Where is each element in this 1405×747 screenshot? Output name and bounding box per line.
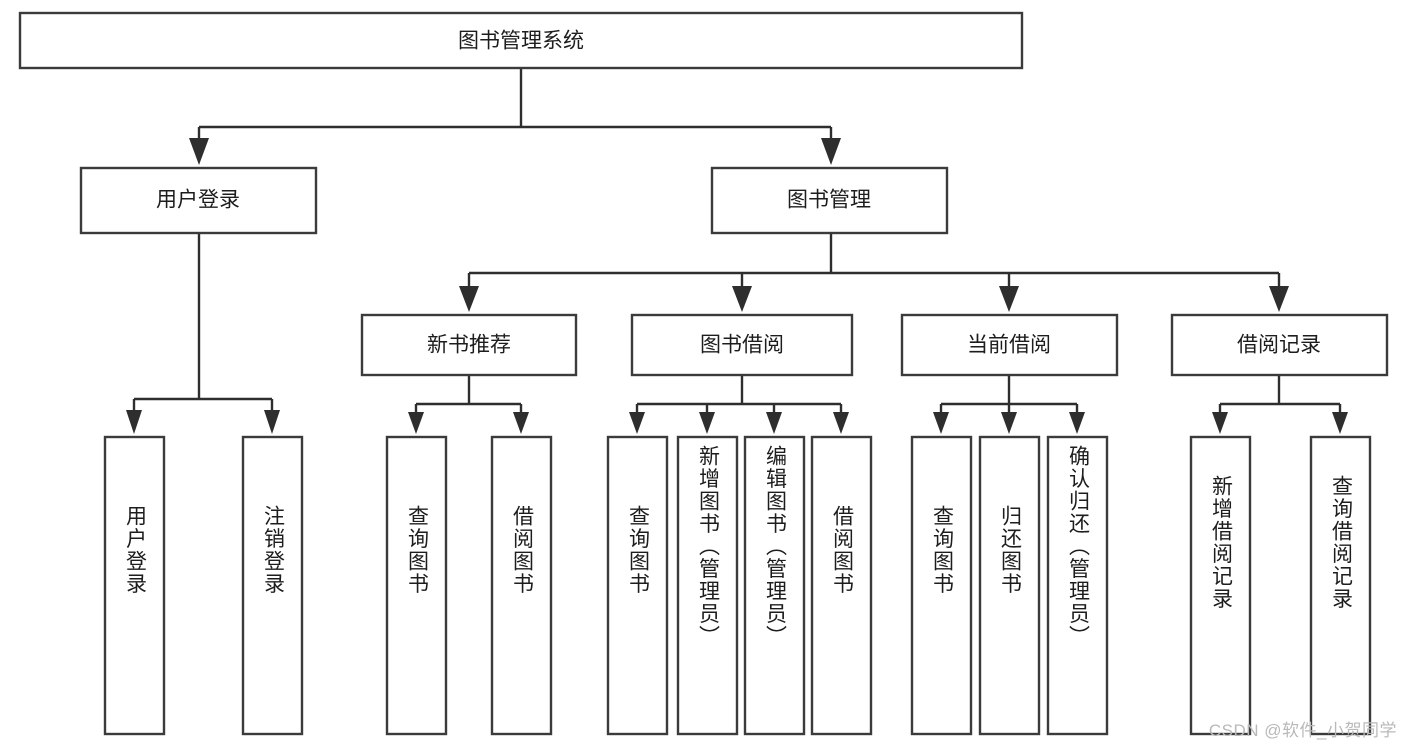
connector-group-book-borrow [629,375,849,434]
arrow-leaf-return-book [1001,412,1017,434]
arrow-leaf-logout [264,410,280,434]
node-borrow-record[interactable]: 借阅记录 [1170,313,1389,377]
arrow-leaf-add-book [699,412,715,434]
node-new-book-rec-label: 新书推荐 [427,334,511,357]
connector-group-new-book-rec [408,375,529,434]
node-user-login-box[interactable] [79,166,318,235]
leaf-box-add-record[interactable] [1189,435,1252,736]
node-borrow-record-label: 借阅记录 [1237,334,1321,357]
arrow-leaf-query-book-1 [408,412,424,434]
arrow-leaf-query-book-3 [933,412,949,434]
arrow-leaf-borrow-book-1 [513,412,529,434]
node-current-borrow[interactable]: 当前借阅 [900,313,1119,377]
node-root-label: 图书管理系统 [458,30,584,53]
node-current-borrow-box[interactable] [900,313,1119,377]
arrow-to-new-book-rec [459,286,479,312]
leaf-boxes [103,435,1372,736]
leaf-box-user-login[interactable] [103,435,166,736]
leaf-box-logout[interactable] [241,435,304,736]
node-book-borrow-box[interactable] [630,313,854,377]
arrow-leaf-user-login [126,410,142,434]
leaf-box-query-book-3[interactable] [910,435,973,736]
node-current-borrow-label: 当前借阅 [967,334,1051,357]
arrow-leaf-add-record [1212,412,1228,434]
node-book-manage-label: 图书管理 [787,189,871,212]
node-root[interactable]: 图书管理系统 [18,11,1024,70]
leaf-box-add-book[interactable] [676,435,739,736]
leaf-box-query-record[interactable] [1309,435,1372,736]
arrow-to-current-borrow [999,286,1019,312]
leaf-box-confirm-return[interactable] [1046,435,1109,736]
leaf-box-query-book-1[interactable] [385,435,448,736]
node-user-login-label: 用户登录 [156,189,240,212]
node-book-borrow-label: 图书借阅 [700,334,784,357]
connector-group-user-login [126,233,280,434]
node-book-borrow[interactable]: 图书借阅 [630,313,854,377]
connector-group-current-borrow [933,375,1085,434]
node-user-login[interactable]: 用户登录 [79,166,318,235]
leaf-box-return-book[interactable] [978,435,1041,736]
leaf-box-edit-book[interactable] [743,435,806,736]
arrow-to-borrow-record [1269,286,1289,312]
arrow-leaf-query-book-2 [629,412,645,434]
node-new-book-rec[interactable]: 新书推荐 [360,313,578,377]
node-book-manage-box[interactable] [710,166,949,235]
leaf-box-borrow-book-2[interactable] [810,435,873,736]
connector-group-root [189,68,841,165]
node-root-box[interactable] [18,11,1024,70]
arrow-leaf-edit-book [766,412,782,434]
connector-group-borrow-record [1212,375,1348,434]
arrow-leaf-borrow-book-2 [833,412,849,434]
node-book-manage[interactable]: 图书管理 [710,166,949,235]
node-borrow-record-box[interactable] [1170,313,1389,377]
leaf-box-borrow-book-1[interactable] [490,435,553,736]
node-new-book-rec-box[interactable] [360,313,578,377]
connector-group-book-manage [459,233,1289,312]
arrow-leaf-confirm-return [1069,412,1085,434]
arrow-leaf-query-record [1332,412,1348,434]
watermark-text: CSDN @软件_小贺同学 [1208,721,1397,740]
arrow-to-book-borrow [732,286,752,312]
arrow-to-book-manage [821,138,841,165]
leaf-box-query-book-2[interactable] [606,435,669,736]
arrow-to-user-login [189,138,209,165]
